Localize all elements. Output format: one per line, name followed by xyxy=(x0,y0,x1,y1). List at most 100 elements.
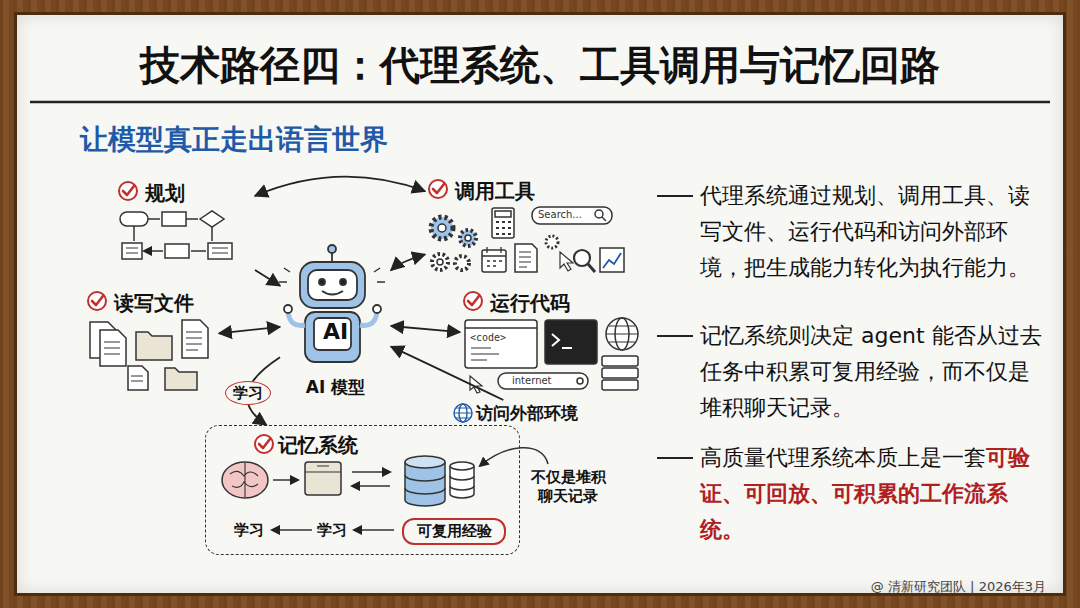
drawing-part xyxy=(354,529,394,531)
drawing-part xyxy=(603,253,621,268)
drawing-part xyxy=(319,279,325,285)
drawing-part xyxy=(492,208,514,238)
drawing-part xyxy=(657,195,693,197)
bullet-dashes xyxy=(657,196,693,458)
drawing-part xyxy=(465,327,537,329)
drawing-part xyxy=(340,279,346,285)
drawing-part xyxy=(373,305,381,313)
code-icon xyxy=(465,318,638,393)
bullet-text: 代理系统通过规划、调用工具、读写文件、运行代码和访问外部环境，把生成能力转化为执… xyxy=(700,178,1050,286)
flowchart-icon xyxy=(120,211,232,259)
drawing-part xyxy=(432,254,448,270)
drawing-part xyxy=(480,448,548,466)
drawing-part xyxy=(305,466,341,472)
drawing-part xyxy=(482,247,506,266)
drawing-part xyxy=(182,320,208,358)
connector-arrow xyxy=(391,326,460,332)
bullet-text: 高质量代理系统本质上是一套 xyxy=(700,445,986,470)
drawing-part xyxy=(465,320,537,368)
drawing-part xyxy=(126,248,228,253)
drawing-part xyxy=(305,462,341,495)
drawing-part xyxy=(208,243,232,259)
drawing-part xyxy=(574,250,590,266)
edge-label: 学习 xyxy=(225,381,271,405)
drawing-part xyxy=(602,380,638,390)
drawing-part xyxy=(602,356,638,366)
node-heading: 读写文件 xyxy=(86,290,194,316)
drawing-part xyxy=(438,224,446,232)
drawing-part xyxy=(284,305,292,313)
globe-icon xyxy=(454,404,472,422)
drawing-part xyxy=(562,347,572,349)
drawing-part xyxy=(450,462,474,470)
node-heading: 规划 xyxy=(117,180,185,206)
drawing-part xyxy=(460,230,476,246)
drawing-part xyxy=(100,330,126,366)
node-heading: 调用工具 xyxy=(427,178,535,204)
title-underline xyxy=(30,101,1050,104)
drawing-part xyxy=(606,318,638,350)
node-label: AI 模型 xyxy=(280,377,391,397)
drawing-part xyxy=(165,368,197,390)
planning-group: 规划 xyxy=(115,178,255,273)
drawing-part xyxy=(360,312,377,325)
drawing-part xyxy=(230,463,258,497)
drawing-part xyxy=(657,457,693,459)
files-group: 读写文件 xyxy=(84,288,219,393)
node-heading: 访问外部环境 xyxy=(450,400,578,426)
tools-icon xyxy=(431,207,624,272)
icon-text: <code> xyxy=(470,332,506,344)
drawing-part xyxy=(532,207,612,224)
node-text: 可复用经验 xyxy=(404,520,504,543)
connector-arrow xyxy=(219,327,280,333)
drawing-part xyxy=(496,222,511,234)
drawing-part xyxy=(454,408,472,418)
ai-model: AI AI 模型 xyxy=(280,245,391,397)
check-icons xyxy=(88,180,482,453)
drawing-part xyxy=(602,368,638,378)
drawing-part xyxy=(437,259,443,265)
node-heading: 记忆系统 xyxy=(250,432,358,458)
drawing-part xyxy=(545,320,597,364)
experience-pill: 可复用经验 xyxy=(402,518,506,545)
drawing-part xyxy=(471,348,499,360)
drawing-part xyxy=(577,378,583,384)
drawing-part xyxy=(352,471,390,473)
robot-figure xyxy=(279,245,385,362)
drawing-part xyxy=(602,217,606,221)
flow-label: 学习 xyxy=(315,521,349,539)
drawing-part xyxy=(322,291,343,295)
drawing-part xyxy=(288,312,305,325)
environment-item: 访问外部环境 xyxy=(450,400,615,428)
chest-text: AI xyxy=(280,319,391,345)
drawing-part xyxy=(131,376,143,381)
drawing-part xyxy=(606,326,638,342)
drawing-part xyxy=(595,210,603,218)
drawing-part xyxy=(134,219,212,251)
subtitle: 让模型真正走出语言世界 xyxy=(80,122,388,158)
icon-text: internet xyxy=(512,375,552,387)
drawing-part xyxy=(588,264,595,272)
tools-group: 调用工具 xyxy=(425,176,615,276)
drawing-part xyxy=(272,529,312,531)
connector-arrow xyxy=(391,347,503,400)
drawing-part xyxy=(546,236,558,248)
memory-icons xyxy=(222,448,548,530)
flow-label: 学习 xyxy=(232,521,266,539)
drawing-part xyxy=(560,252,573,271)
drawing-part xyxy=(120,212,148,226)
drawing-part xyxy=(255,435,273,453)
footer-caption: @ 清新研究团队 | 2026年3月 xyxy=(871,578,1046,596)
node-heading: 运行代码 xyxy=(462,290,570,316)
drawing-part xyxy=(465,235,471,241)
drawing-part xyxy=(162,212,186,226)
connector-arrow xyxy=(391,255,425,271)
drawing-part xyxy=(495,211,511,217)
drawing-part xyxy=(88,292,106,310)
connector-arrow xyxy=(255,177,425,196)
drawing-part xyxy=(128,366,148,390)
drawing-part xyxy=(657,335,693,337)
page-title: 技术路径四：代理系统、工具调用与记忆回路 xyxy=(16,40,1064,90)
drawing-part xyxy=(498,373,588,389)
